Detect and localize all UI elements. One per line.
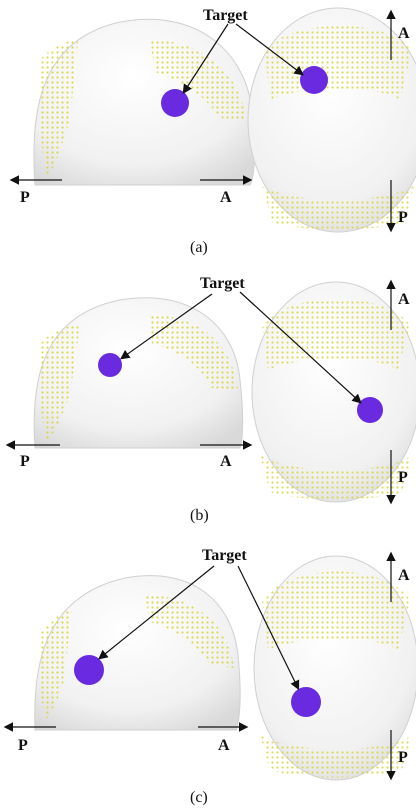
figure-panel-a: P A A P Target (a) <box>0 0 416 270</box>
panel-caption: (b) <box>190 507 209 524</box>
side-posterior-label: P <box>18 737 28 754</box>
target-marker-top <box>357 397 383 423</box>
figure-panel-b: P A A P Target (b) <box>0 270 416 540</box>
top-anterior-label: A <box>398 291 410 308</box>
target-label: Target <box>203 7 248 24</box>
side-anterior-label: A <box>220 189 232 206</box>
electrode-array-posterior <box>39 325 80 440</box>
side-anterior-label: A <box>218 737 230 754</box>
target-pointer-top <box>239 291 362 404</box>
target-pointer-side <box>98 565 215 660</box>
top-posterior-label: P <box>398 209 408 226</box>
target-marker-top <box>291 687 321 717</box>
target-pointer-top <box>235 23 304 76</box>
target-pointer-side <box>182 23 229 95</box>
side-posterior-label: P <box>20 453 30 470</box>
panel-b-graphic: P A A P Target (b) <box>5 275 416 524</box>
target-pointer-side <box>120 293 213 360</box>
panel-c-graphic: P A A P Target (c) <box>3 547 416 806</box>
electrode-array-top-anterior <box>262 571 410 650</box>
electrode-array-posterior <box>39 610 72 720</box>
electrode-array-anterior <box>145 595 234 668</box>
side-anterior-label: A <box>220 453 232 470</box>
target-marker-side <box>98 353 122 377</box>
target-marker-top <box>300 66 328 94</box>
panel-caption: (c) <box>190 789 208 806</box>
target-label: Target <box>202 547 247 564</box>
electrode-array-posterior <box>39 40 78 175</box>
target-marker-side <box>74 655 104 685</box>
panel-caption: (a) <box>190 239 208 256</box>
electrode-array-top-anterior <box>262 298 410 370</box>
figure-panel-c: P A A P Target (c) <box>0 540 416 810</box>
top-anterior-label: A <box>398 25 410 42</box>
top-posterior-label: P <box>398 469 408 486</box>
target-pointer-top <box>237 565 300 691</box>
electrode-array-anterior <box>150 315 238 390</box>
top-anterior-label: A <box>398 567 410 584</box>
target-label: Target <box>200 275 245 292</box>
panel-a-graphic: P A A P Target (a) <box>9 7 416 256</box>
electrode-array-top-posterior <box>260 455 412 500</box>
electrode-array-top-posterior <box>262 185 414 230</box>
electrode-array-top-posterior <box>260 735 412 778</box>
electrode-array-anterior <box>150 40 246 120</box>
side-posterior-label: P <box>20 189 30 206</box>
target-marker-side <box>161 89 189 117</box>
top-posterior-label: P <box>398 749 408 766</box>
